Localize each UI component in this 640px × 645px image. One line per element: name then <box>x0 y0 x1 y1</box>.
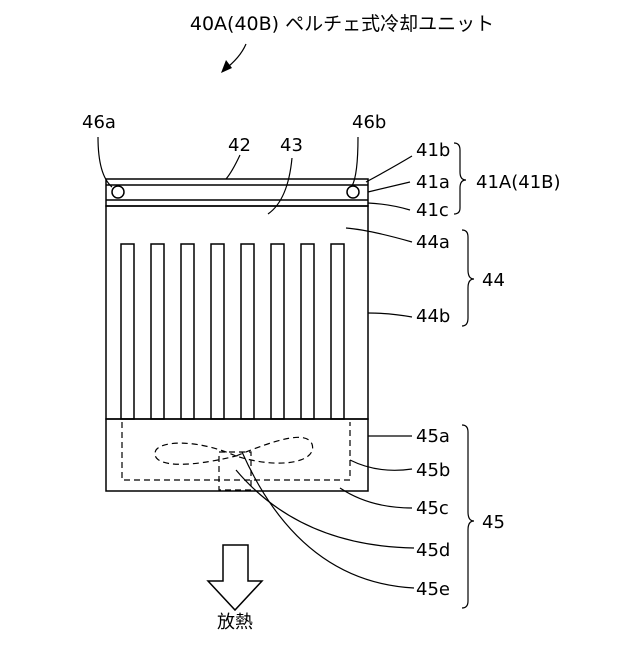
brace-44 <box>462 230 474 326</box>
label-41a: 41a <box>416 172 450 193</box>
heat-release-label: 放熱 <box>217 612 253 633</box>
leader-45b <box>350 460 412 470</box>
label-45e: 45e <box>416 579 450 600</box>
heat-sink-fin <box>121 244 134 419</box>
heat-sink-fin <box>241 244 254 419</box>
fan-unit <box>106 419 368 491</box>
leader-41b <box>366 156 412 182</box>
label-44b: 44b <box>416 306 450 327</box>
down-arrow-icon <box>208 545 262 610</box>
brace-45 <box>462 425 474 608</box>
leader-45e <box>242 452 414 588</box>
screw-hole-46b <box>347 186 359 198</box>
heat-sink-fin <box>331 244 344 419</box>
leader-lines <box>98 137 414 588</box>
label-45b: 45b <box>416 460 450 481</box>
heat-sink-body <box>106 206 368 419</box>
label-46b: 46b <box>352 112 386 133</box>
leader-42 <box>226 155 240 179</box>
title-pointer-arrowhead <box>221 60 232 73</box>
heat-sink <box>106 206 368 419</box>
label-45d: 45d <box>416 540 450 561</box>
figure-title: 40A(40B) ペルチェ式冷却ユニット <box>190 13 494 35</box>
heat-release-arrow <box>208 545 262 610</box>
label-44a: 44a <box>416 232 450 253</box>
heat-sink-fin <box>301 244 314 419</box>
leader-44a <box>346 228 412 242</box>
leader-41a <box>368 182 410 192</box>
leader-41c <box>368 203 410 210</box>
peltier-element <box>106 179 368 206</box>
peltier-element-outline <box>106 179 368 206</box>
label-45a: 45a <box>416 426 450 447</box>
heat-sink-fin <box>211 244 224 419</box>
label-42: 42 <box>228 135 251 156</box>
brace-41A <box>454 143 466 214</box>
label-41b: 41b <box>416 140 450 161</box>
heat-sink-fin <box>151 244 164 419</box>
screw-hole-46a <box>112 186 124 198</box>
leader-44b <box>368 313 412 317</box>
label-44: 44 <box>482 270 505 291</box>
label-43: 43 <box>280 135 303 156</box>
heat-sink-fin <box>271 244 284 419</box>
label-45c: 45c <box>416 498 449 519</box>
heat-sink-fin <box>181 244 194 419</box>
label-41c: 41c <box>416 200 449 221</box>
label-45: 45 <box>482 512 505 533</box>
label-41A-41B: 41A(41B) <box>476 172 561 193</box>
fan-blade-left <box>155 443 236 464</box>
leader-45d <box>236 470 414 548</box>
label-46a: 46a <box>82 112 116 133</box>
fan-motor-dashed <box>219 452 251 490</box>
fan-blade-right <box>236 437 313 463</box>
